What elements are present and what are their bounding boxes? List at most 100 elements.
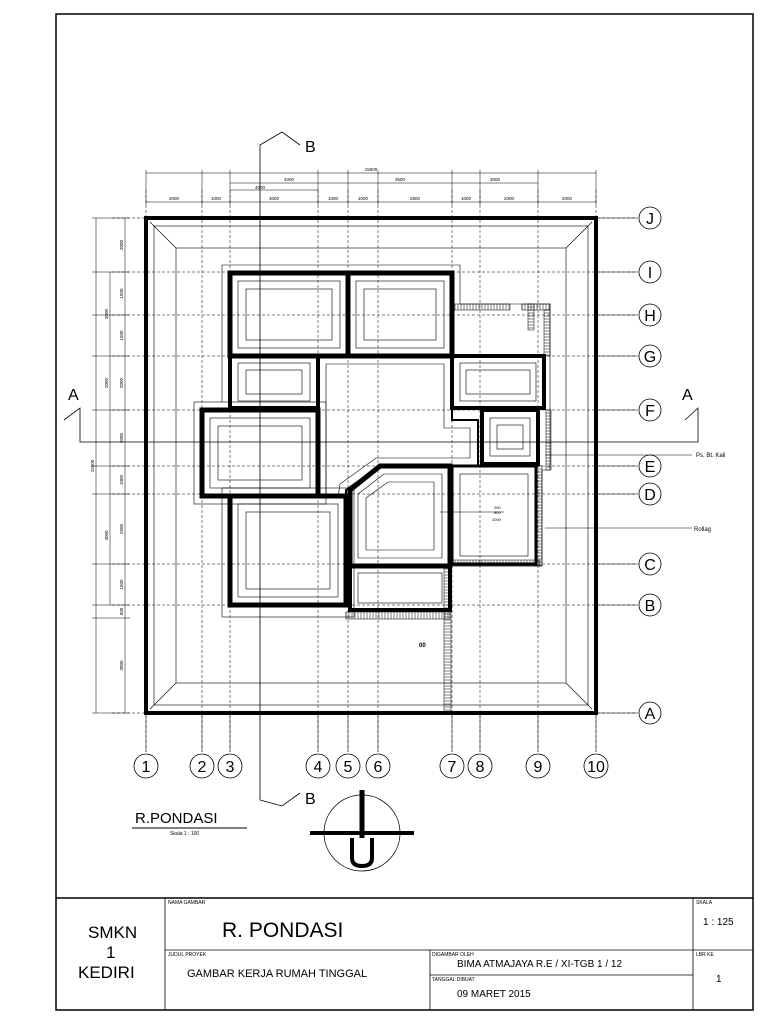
nama-gambar-label: NAMA GAMBAR [168,900,206,906]
plan-title: R.PONDASI [135,810,218,827]
leaders [440,454,692,529]
school-name-line3: KEDIRI [78,963,135,982]
skala-label: SKALA [696,900,713,906]
grid-letter-F: F [645,403,655,420]
dim-top-row-2: 3000 [269,196,280,201]
dim-top-mid-2: 3000 [490,177,501,182]
dim-top-row-5: 2500 [410,196,421,201]
school-name-line1: SMKN [88,923,138,942]
dim-left-row-2: 1500 [119,330,124,341]
grid-number-2: 2 [198,759,207,776]
dimension-lines: 15500 4000 3500 3000 4000 2000 1000 3000 1000 100… [90,167,597,714]
grid-number-3: 3 [226,759,235,776]
grid-bubble-6 [365,753,391,779]
digambar-oleh-label: DIGAMBAR OLEH [432,952,474,958]
dim-left-mid-0: 3000 [104,308,109,319]
grid-letter-B: B [645,598,656,615]
dim-left-row-9: 3000 [119,660,124,671]
label-small-dim-2: 800 [494,510,501,515]
grid-bubble-C [638,552,662,576]
section-lines [63,131,699,807]
grid-number-5: 5 [344,759,353,776]
dim-left-row-0: 2000 [119,239,124,250]
grid-bubble-I [638,260,662,284]
dim-left-row-4: 2000 [119,432,124,443]
grid-letter-I: I [648,265,652,282]
dim-top-mid-1: 3500 [395,177,406,182]
plan-scale-note: Skala 1 : 100 [170,831,199,837]
section-mark-a-right: A [682,387,693,404]
skala-value: 1 : 125 [703,917,734,928]
label-rollag: Rollag [694,527,711,533]
grid-bubble-B [638,593,662,617]
grid-bubble-9 [525,753,551,779]
grid-letter-C: C [644,557,656,574]
grid-bubble-1 [133,753,159,779]
dim-top-row-8: 2000 [562,196,573,201]
grid-number-9: 9 [534,759,543,776]
grid-number-1: 1 [142,759,151,776]
grid-bubble-H [638,303,662,327]
school-name-line2: 1 [106,943,116,962]
dim-top-row-4: 1000 [358,196,369,201]
section-mark-b-top: B [305,139,316,156]
dim-top-row-3: 1000 [328,196,339,201]
label-small-dim-3: 1000 [492,517,502,522]
grid-number-4: 4 [314,759,323,776]
dim-top-mid-0: 4000 [284,177,295,182]
grid-bubble-F [638,398,662,422]
grid-bubble-J [638,206,662,230]
grid-bubble-A [638,701,662,725]
north-arrow-icon [310,790,414,872]
grid-number-7: 7 [448,759,457,776]
grid-bubble-G [638,344,662,368]
dim-left-row-1: 1500 [119,288,124,299]
dim-top-row-1: 1000 [211,196,222,201]
outer-foundation-frame [144,216,598,715]
dim-left-row-3: 2000 [119,377,124,388]
grid-bubble-2 [189,753,215,779]
grid-bubble-4 [305,753,331,779]
title-block [56,897,753,1010]
grid-number-8: 8 [476,759,485,776]
grid-letter-J: J [646,211,654,228]
grid-bubble-3 [217,753,243,779]
dim-left-row-7: 1500 [119,579,124,590]
section-mark-a-left: A [68,387,79,404]
dim-top-total: 15500 [365,167,378,172]
nama-gambar-value: R. PONDASI [222,919,344,942]
dim-left-mid-1: 2000 [104,377,109,388]
grid-bubble-8 [467,753,493,779]
grid-number-10: 10 [587,759,605,776]
dim-top-row-0: 2000 [169,196,180,201]
dim-left-row-5: 1000 [119,474,124,485]
lbr-label: LBR KE [696,952,714,958]
lbr-value: 1 [716,974,722,985]
dim-top-row-7: 2000 [504,196,515,201]
label-ps-bt-kali: Ps. Bt. Kali [696,453,725,459]
grid-bubble-10 [583,753,609,779]
section-mark-b-bottom: B [305,791,316,808]
grid-letter-H: H [644,308,656,325]
grid-bubble-7 [439,753,465,779]
grid-letter-A: A [645,706,656,723]
digambar-oleh-value: BIMA ATMAJAYA R.E / XI-TGB 1 / 12 [457,959,623,970]
rollag-hatching [345,303,552,714]
grid-bubbles: 1 2 3 4 5 6 7 8 9 10 J I H G F ED C B A [133,206,662,779]
grid-bubble-5 [335,753,361,779]
grid-number-6: 6 [374,759,383,776]
grid-bubble-D [638,482,662,506]
label-small-dim-1: 250 [494,505,501,510]
judul-proyek-value: GAMBAR KERJA RUMAH TINGGAL [187,968,368,980]
grid-letter-E: E [645,459,656,476]
tanggal-label: TANGGAL DIBUAT [432,977,475,983]
tanggal-value: 09 MARET 2015 [457,989,531,1000]
grid-letter-D: D [644,487,656,504]
dim-left-mid-2: 4000 [104,530,109,541]
judul-proyek-label: JUDUL PROYEK [168,952,207,958]
dim-top-row-6: 1000 [461,196,472,201]
dim-left-row-6: 2500 [119,523,124,534]
dim-left-row-8: 500 [119,607,124,615]
grid-letter-G: G [644,349,656,366]
